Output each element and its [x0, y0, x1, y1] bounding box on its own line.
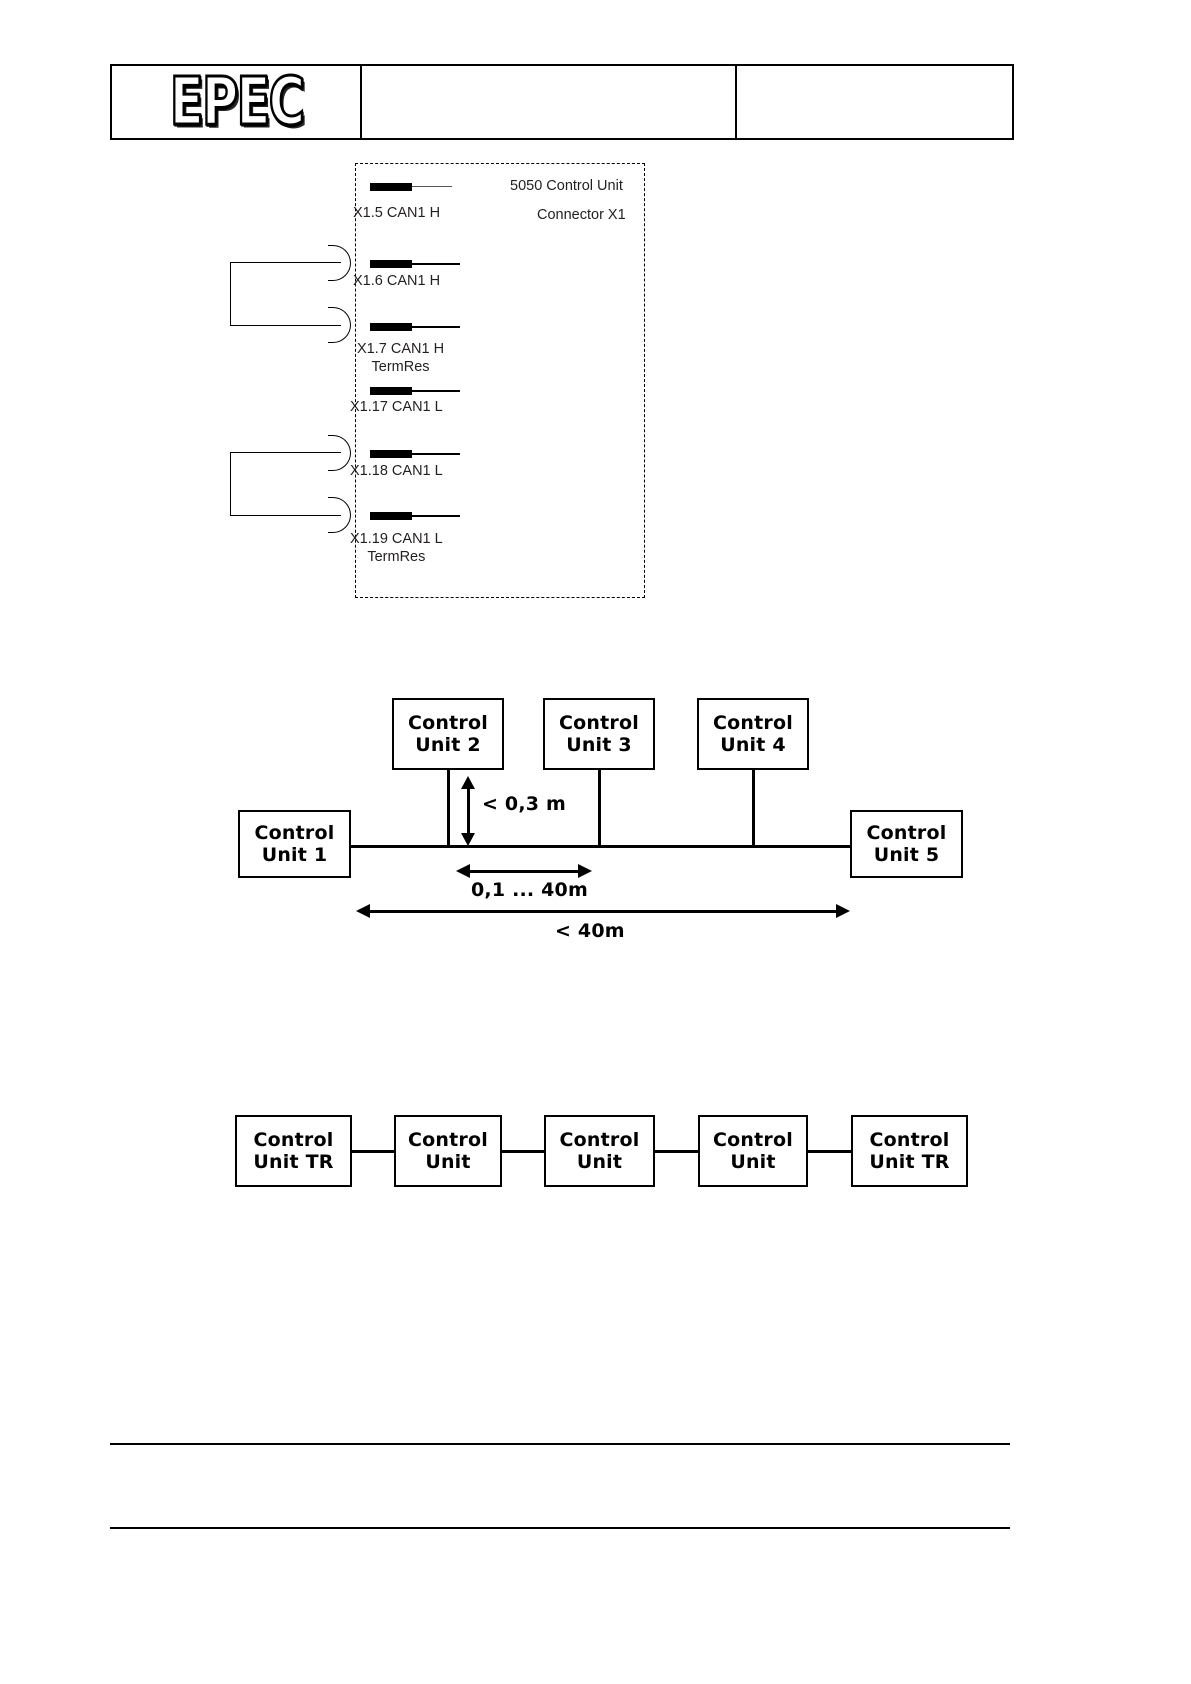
jumper-wire-can-h — [230, 262, 341, 326]
dim-total-arrow-left-icon — [356, 904, 370, 918]
dim-stub-arrow-up-icon — [461, 776, 475, 789]
bus-unit-5: Control Unit 5 — [850, 810, 963, 878]
bus-unit-4-line2: Unit 4 — [720, 734, 786, 756]
bus-unit-1-line1: Control — [254, 821, 335, 844]
dim-spacing-arrow-right-icon — [578, 864, 592, 878]
jumper-arc-x1-6-icon — [328, 245, 351, 281]
pin-label-x1-19-line1: X1.19 CAN1 L — [350, 531, 443, 547]
document-header-table: EPEC — [110, 64, 1014, 140]
jumper-arc-x1-18-icon — [328, 435, 351, 471]
dim-spacing-line — [468, 870, 580, 873]
pin-label-x1-19: X1.19 CAN1 L TermRes — [350, 530, 443, 566]
jumper-arc-x1-7-icon — [328, 307, 351, 343]
bus-unit-1-line2: Unit 1 — [261, 844, 328, 866]
figure-termination-chain: Control Unit TR Control Unit Control Uni… — [230, 1110, 975, 1200]
header-cell-title — [362, 66, 737, 138]
epec-logo: EPEC — [168, 62, 306, 140]
chain-link-2 — [502, 1150, 544, 1153]
pin-label-x1-6: X1.6 CAN1 H — [353, 273, 441, 289]
pin-lead-icon — [412, 453, 460, 455]
chain-unit-1-line2: Unit TR — [253, 1151, 334, 1173]
chain-unit-3-line1: Control — [559, 1128, 640, 1151]
chain-unit-5-line1: Control — [869, 1128, 950, 1151]
footer-rule-bottom — [110, 1527, 1010, 1529]
jumper-arc-x1-19-icon — [328, 497, 351, 533]
dim-total-line — [368, 910, 838, 913]
bus-backbone-line — [351, 845, 850, 848]
bus-unit-2: Control Unit 2 — [392, 698, 504, 770]
pin-label-x1-7-line2: TermRes — [371, 359, 430, 376]
bus-stub-unit-2 — [447, 770, 450, 846]
bus-unit-5-line1: Control — [866, 821, 947, 844]
chain-unit-4-line2: Unit — [730, 1151, 776, 1173]
figure-bus-topology: Control Unit 2 Control Unit 3 Control Un… — [230, 680, 970, 960]
chain-unit-2-line1: Control — [408, 1128, 488, 1151]
chain-unit-3: Control Unit — [544, 1115, 655, 1187]
chain-unit-3-line2: Unit — [576, 1151, 623, 1173]
chain-unit-5: Control Unit TR — [851, 1115, 968, 1187]
dim-stub-arrow-down-icon — [461, 833, 475, 846]
dim-spacing-arrow-left-icon — [456, 864, 470, 878]
bus-unit-5-line2: Unit 5 — [873, 844, 940, 866]
bus-unit-3-line2: Unit 3 — [566, 734, 632, 756]
chain-unit-4: Control Unit — [698, 1115, 808, 1187]
chain-unit-4-line1: Control — [713, 1128, 793, 1151]
bus-unit-3-line1: Control — [559, 711, 639, 734]
pin-lead-icon — [412, 263, 460, 265]
pin-label-x1-7-line1: X1.7 CAN1 H — [357, 341, 445, 357]
pin-label-x1-17: X1.17 CAN1 L — [350, 399, 443, 415]
connector-title-unit: 5050 Control Unit — [510, 178, 623, 194]
chain-link-4 — [808, 1150, 851, 1153]
chain-unit-2: Control Unit — [394, 1115, 502, 1187]
connector-boundary-dashed — [355, 163, 645, 598]
dim-total-label: < 40m — [555, 920, 625, 942]
bus-unit-1: Control Unit 1 — [238, 810, 351, 878]
chain-link-3 — [655, 1150, 698, 1153]
pin-bar-icon — [370, 512, 412, 520]
figure-connector-pinout: 5050 Control Unit Connector X1 X1.5 CAN1… — [220, 150, 670, 600]
pin-bar-icon — [370, 387, 412, 395]
bus-stub-unit-3 — [598, 770, 601, 846]
bus-unit-2-line1: Control — [408, 711, 488, 734]
dim-spacing-label: 0,1 ... 40m — [471, 879, 588, 901]
footer-rule-top — [110, 1443, 1010, 1445]
pin-bar-icon — [370, 260, 412, 268]
bus-unit-2-line2: Unit 2 — [415, 734, 481, 756]
dim-stub-label: < 0,3 m — [482, 793, 567, 815]
bus-unit-4: Control Unit 4 — [697, 698, 809, 770]
pin-label-x1-19-line2: TermRes — [367, 549, 426, 566]
pin-bar-icon — [370, 183, 412, 191]
pin-label-x1-7: X1.7 CAN1 H TermRes — [357, 340, 444, 376]
pin-label-x1-18: X1.18 CAN1 L — [350, 463, 443, 479]
bus-unit-3: Control Unit 3 — [543, 698, 655, 770]
chain-unit-1-line1: Control — [253, 1128, 334, 1151]
pin-lead-icon — [412, 326, 460, 328]
header-cell-meta — [737, 66, 1008, 138]
pin-lead-icon — [412, 515, 460, 517]
dim-total-arrow-right-icon — [836, 904, 850, 918]
chain-unit-1: Control Unit TR — [235, 1115, 352, 1187]
bus-unit-4-line1: Control — [713, 711, 793, 734]
connector-title-connector: Connector X1 — [537, 207, 626, 223]
header-cell-logo: EPEC — [112, 66, 362, 138]
pin-lead-icon — [412, 390, 460, 392]
chain-link-1 — [352, 1150, 394, 1153]
pin-bar-icon — [370, 450, 412, 458]
pin-bar-icon — [370, 323, 412, 331]
chain-unit-2-line2: Unit — [425, 1151, 471, 1173]
dim-stub-line — [467, 782, 470, 842]
chain-unit-5-line2: Unit TR — [869, 1151, 950, 1173]
pin-label-x1-5: X1.5 CAN1 H — [353, 205, 441, 221]
pin-lead-icon — [412, 186, 452, 188]
jumper-wire-can-l — [230, 452, 341, 516]
bus-stub-unit-4 — [752, 770, 755, 846]
